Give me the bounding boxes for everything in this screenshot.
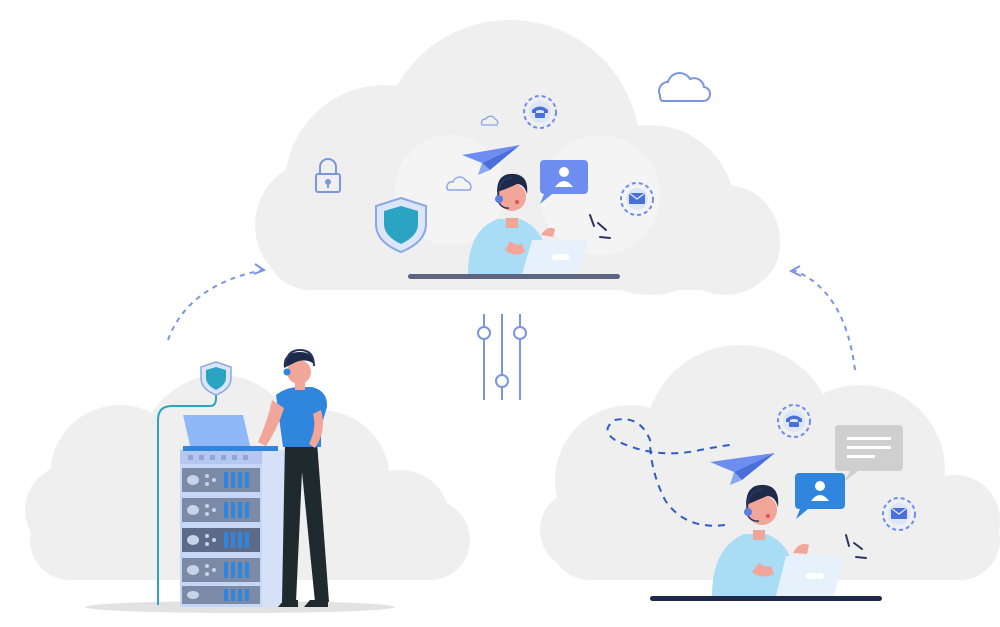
paper-plane-icon [710,453,775,485]
network-cable [157,390,217,605]
paper-plane-icon [462,145,520,175]
dashed-arrow-icon [788,265,802,277]
dashed-arrow-icon [253,263,267,275]
top-desk [408,274,620,279]
mail-icon [620,182,654,216]
user-chat-bubble-icon [540,160,588,204]
dashed-flight-path [606,418,731,527]
small-cloud-icon [446,176,472,191]
right-desk [650,596,882,601]
server-rack-icon [180,450,285,607]
slider-controls-icon [477,314,527,400]
dashed-arrow-icon [167,269,264,341]
activity-lines [589,214,611,239]
activity-lines [845,534,867,559]
shield-icon [200,361,232,396]
telephone-icon [777,404,811,438]
mail-icon [882,497,916,531]
small-cloud-icon [480,115,499,126]
dashed-arrow-icon [792,269,856,371]
telephone-icon [523,95,557,129]
message-bubble-icon [835,425,903,482]
headset-icon [744,489,763,522]
support-agent-right [712,484,809,596]
laptop-icon [183,415,278,451]
small-cloud-icon [658,72,712,103]
user-chat-bubble-icon [795,473,845,519]
shield-icon [375,196,427,254]
laptop-icon [522,240,588,274]
padlock-icon [315,158,341,193]
laptop-icon [776,556,844,596]
headset-icon [495,177,513,209]
standing-technician [258,348,329,607]
